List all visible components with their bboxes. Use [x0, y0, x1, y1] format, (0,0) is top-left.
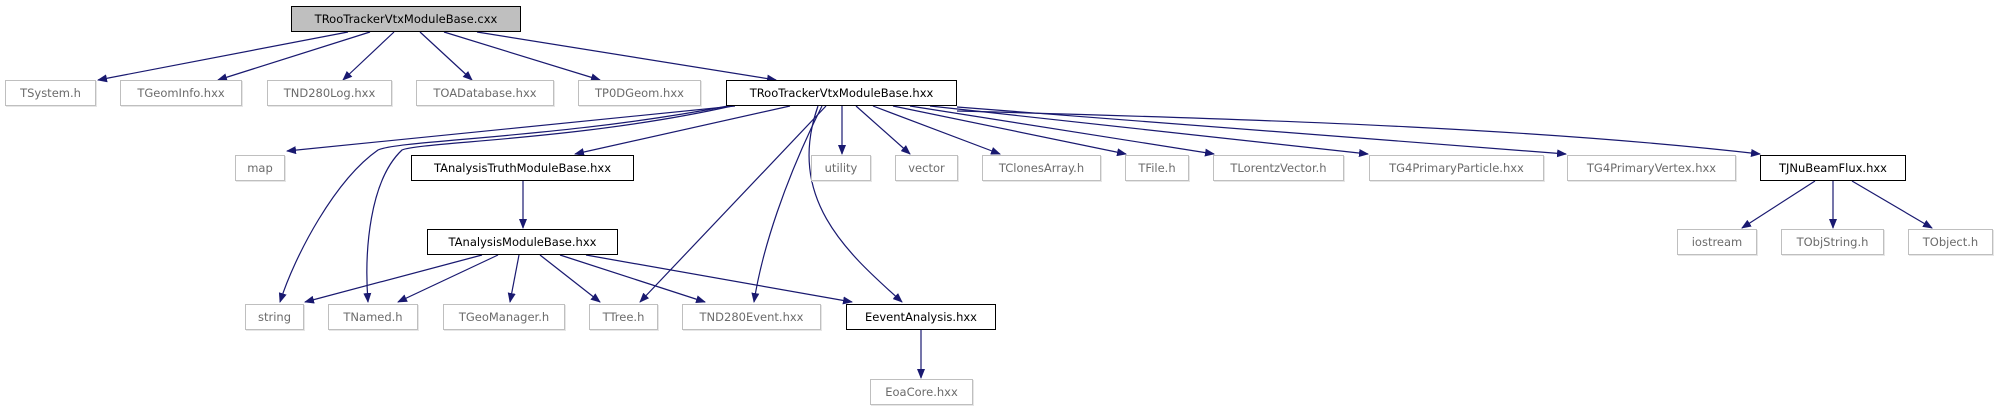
node-vector[interactable]: vector [895, 155, 958, 181]
edge-hxx-map [286, 105, 736, 155]
edge-root-trootracker-hxx [476, 31, 777, 83]
node-map[interactable]: map [235, 155, 285, 181]
node-utility[interactable]: utility [811, 155, 871, 181]
node-tfile[interactable]: TFile.h [1125, 155, 1189, 181]
node-tsystem[interactable]: TSystem.h [5, 80, 96, 106]
node-ttree[interactable]: TTree.h [589, 304, 658, 330]
edge-hxx-tnd280event [751, 105, 823, 303]
edge-am-tnamed [397, 254, 499, 303]
node-tnamed[interactable]: TNamed.h [328, 304, 418, 330]
edge-hxx-tnamed [363, 105, 733, 303]
edge-am-string [304, 254, 483, 304]
edge-hxx-tg4primaryvertex [956, 106, 1567, 158]
edge-hxx-tclonesarray [872, 105, 1001, 155]
node-tobjstring[interactable]: TObjString.h [1781, 229, 1884, 255]
node-tlorentzvector[interactable]: TLorentzVector.h [1213, 155, 1344, 181]
edge-hxx-tlorentzvector [909, 105, 1215, 157]
edge-tjnu-iostream [1741, 180, 1816, 229]
edge-root-toadatabase [419, 31, 473, 81]
node-tgeominfo[interactable]: TGeomInfo.hxx [120, 80, 242, 106]
edge-root-tnd280log [342, 31, 395, 81]
edge-hxx-tanalysistruth [574, 105, 791, 156]
node-tanalysismodule[interactable]: TAnalysisModuleBase.hxx [427, 229, 618, 255]
edge-hxx-string [278, 105, 729, 303]
node-root[interactable]: TRooTrackerVtxModuleBase.cxx [291, 6, 521, 32]
edge-hxx-eeventanalysis [808, 105, 903, 303]
edge-hxx-tfile [892, 105, 1127, 157]
edge-hxx-ttree [639, 105, 827, 303]
edge-root-tgeominfo [217, 31, 371, 82]
edge-root-tsystem [97, 31, 349, 83]
node-iostream[interactable]: iostream [1677, 229, 1757, 255]
edge-am-eeventanalysis [585, 254, 853, 305]
node-tobject[interactable]: TObject.h [1908, 229, 1993, 255]
edge-am-tgeomanager [507, 254, 520, 303]
edge-hxx-tjnubeamflux [956, 110, 1761, 157]
node-tnd280log[interactable]: TND280Log.hxx [267, 80, 392, 106]
node-tnd280event[interactable]: TND280Event.hxx [682, 304, 821, 330]
node-tjnubeamflux[interactable]: TJNuBeamFlux.hxx [1760, 155, 1906, 181]
node-trootracker-hxx[interactable]: TRooTrackerVtxModuleBase.hxx [726, 80, 957, 106]
node-eeventanalysis[interactable]: EeventAnalysis.hxx [846, 304, 996, 330]
edge-am-tnd280event [559, 254, 706, 304]
node-tp0dgeom[interactable]: TP0DGeom.hxx [578, 80, 701, 106]
node-tg4primaryparticle[interactable]: TG4PrimaryParticle.hxx [1369, 155, 1544, 181]
edge-hxx-vector [855, 105, 911, 155]
node-toadatabase[interactable]: TOADatabase.hxx [416, 80, 554, 106]
node-tclonesarray[interactable]: TClonesArray.h [982, 155, 1101, 181]
node-tanalysistruth[interactable]: TAnalysisTruthModuleBase.hxx [411, 155, 634, 181]
node-string[interactable]: string [245, 304, 304, 330]
node-tg4primaryvertex[interactable]: TG4PrimaryVertex.hxx [1567, 155, 1736, 181]
edge-hxx-tg4primaryparticle [929, 105, 1369, 157]
edge-tjnu-tobject [1851, 180, 1933, 229]
edge-root-tp0dgeom [443, 31, 601, 82]
edge-am-ttree [539, 254, 601, 303]
node-tgeomanager[interactable]: TGeoManager.h [443, 304, 565, 330]
node-eoacore[interactable]: EoaCore.hxx [870, 379, 973, 405]
